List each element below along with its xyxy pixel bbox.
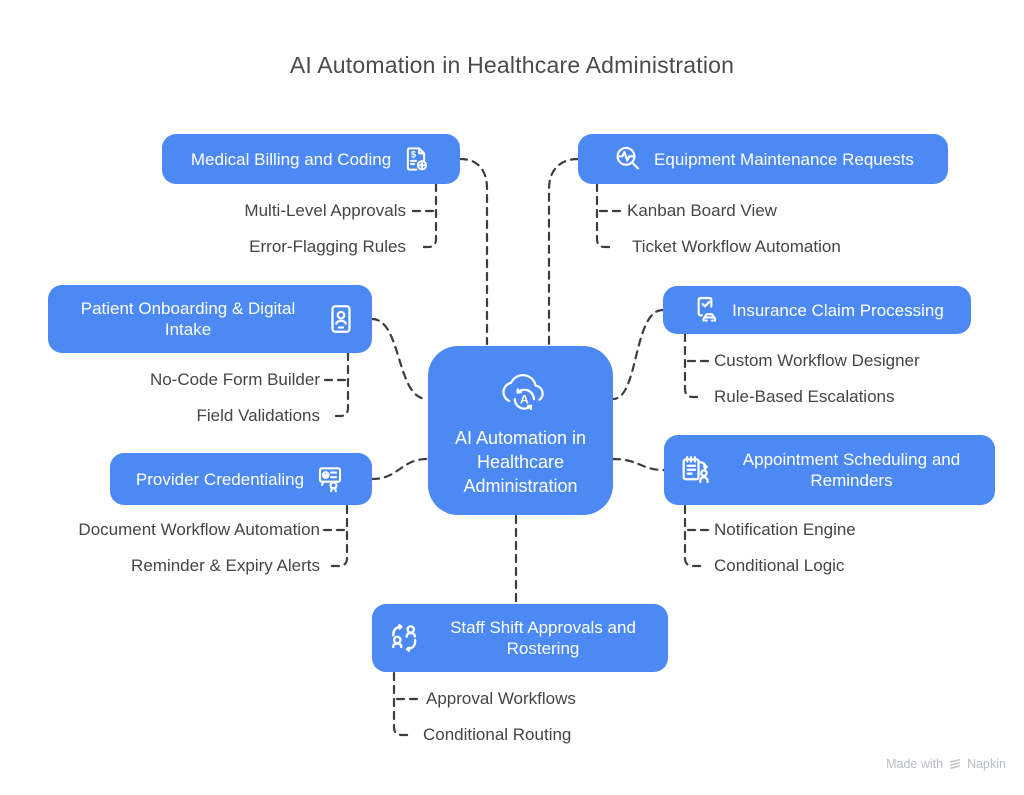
diagram-title: AI Automation in Healthcare Administrati…	[289, 52, 735, 78]
sub-item-document-workflow-automation: Document Workflow Automation	[78, 520, 320, 539]
node-label: Staff Shift Approvals and Rostering	[450, 618, 636, 658]
connector-insurance-children	[683, 332, 704, 399]
connector-staff-children	[392, 671, 413, 737]
schedule-person-icon	[682, 456, 709, 484]
connector-billing-center	[458, 157, 489, 346]
sub-item-multi-level-approvals: Multi-Level Approvals	[244, 201, 406, 220]
diagnostics-magnifier-icon	[616, 146, 640, 170]
staff-rotation-icon	[392, 624, 417, 652]
node-equipment-maintenance[interactable]: Equipment Maintenance Requests	[578, 134, 948, 184]
node-label: Appointment Scheduling and Reminders	[742, 450, 961, 490]
watermark-text: Made with	[886, 757, 944, 771]
sub-item-no-code-form-builder: No-Code Form Builder	[149, 370, 320, 389]
node-appointment-scheduling[interactable]: Appointment Scheduling and Reminders	[664, 435, 995, 505]
sub-item-approval-workflows: Approval Workflows	[426, 689, 576, 708]
connector-insurance-center	[611, 308, 665, 401]
connector-equipment-center	[547, 157, 580, 346]
sub-item-error-flagging-rules: Error-Flagging Rules	[249, 237, 406, 256]
node-label: Patient Onboarding & Digital Intake	[80, 299, 296, 339]
napkin-logo-icon	[950, 759, 961, 769]
connector-patient-center	[370, 317, 429, 401]
node-label: Provider Credentialing	[135, 469, 305, 489]
connector-equipment-children	[595, 182, 616, 249]
central-node[interactable]: A AI Automation in Healthcare Administra…	[428, 346, 613, 515]
sub-item-field-validations: Field Validations	[196, 406, 320, 425]
id-card-icon	[331, 305, 351, 333]
sub-item-conditional-logic: Conditional Logic	[714, 556, 845, 575]
billing-invoice-icon: $	[407, 147, 428, 171]
svg-text:A: A	[519, 392, 528, 406]
cloud-automation-icon: A	[501, 373, 544, 410]
sub-item-rule-based-escalations: Rule-Based Escalations	[714, 387, 895, 406]
credential-certificate-icon	[319, 467, 342, 493]
sub-item-ticket-workflow-automation: Ticket Workflow Automation	[632, 237, 841, 256]
connector-billing-children	[417, 182, 438, 249]
sub-item-reminder-expiry-alerts: Reminder & Expiry Alerts	[131, 556, 320, 575]
sub-item-kanban-board-view: Kanban Board View	[627, 201, 777, 220]
node-medical-billing[interactable]: Medical Billing and Coding $	[162, 134, 460, 184]
node-label: Insurance Claim Processing	[732, 300, 944, 320]
sub-item-conditional-routing: Conditional Routing	[423, 725, 572, 744]
watermark[interactable]: Made with Napkin	[886, 757, 1006, 771]
connector-appointment-children	[683, 504, 704, 568]
node-patient-onboarding[interactable]: Patient Onboarding & Digital Intake	[48, 285, 372, 353]
node-label: Equipment Maintenance Requests	[654, 149, 914, 169]
node-label: Medical Billing and Coding	[190, 149, 392, 169]
connector-appointment-center	[611, 457, 666, 472]
svg-text:$: $	[411, 149, 417, 159]
connector-patient-children	[329, 351, 350, 418]
claim-car-icon	[697, 296, 717, 322]
central-node-label: AI Automation in Healthcare Administrati…	[454, 427, 587, 496]
node-provider-credentialing[interactable]: Provider Credentialing	[110, 453, 372, 505]
node-insurance-claim[interactable]: Insurance Claim Processing	[663, 286, 971, 334]
sub-item-notification-engine: Notification Engine	[714, 520, 856, 539]
connector-provider-center	[370, 457, 429, 481]
watermark-brand: Napkin	[967, 757, 1006, 771]
node-staff-shift[interactable]: Staff Shift Approvals and Rostering	[372, 604, 668, 672]
sub-item-custom-workflow-designer: Custom Workflow Designer	[714, 351, 920, 370]
connector-provider-children	[328, 504, 349, 568]
